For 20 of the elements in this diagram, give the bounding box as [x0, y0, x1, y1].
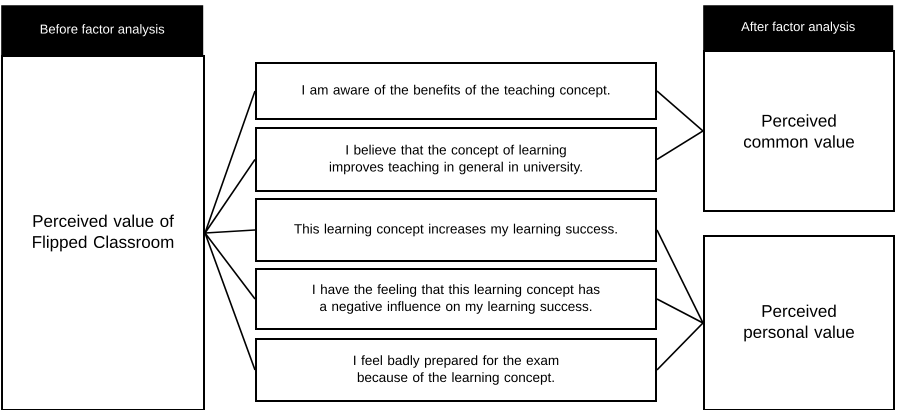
- header-band: Before factor analysis: [1, 5, 204, 56]
- connector-line: [204, 90, 256, 234]
- connector-line: [656, 130, 704, 160]
- connector-line: [656, 322, 704, 371]
- connector-line: [656, 90, 704, 132]
- item-box: I feel badly prepared for the exam because of the learning concept.: [255, 338, 657, 402]
- item-box: This learning concept increases my learning success.: [255, 198, 657, 262]
- item-box: I am aware of the benefits of the teaching concept.: [255, 62, 657, 120]
- connector-line: [204, 232, 256, 300]
- factor-box: Perceived personal value: [703, 235, 895, 410]
- item-box: I believe that the concept of learning improves teaching in general in university.: [255, 127, 657, 192]
- connector-line: [656, 230, 704, 324]
- item-box: I have the feeling that this learning concept has a negative influence on my learning success.: [255, 268, 657, 330]
- connector-line: [204, 229, 256, 234]
- factor-box: Perceived value of Flipped Classroom: [1, 55, 205, 410]
- factor-box: Perceived common value: [703, 50, 895, 212]
- header-band: After factor analysis: [703, 5, 894, 50]
- connector-line: [204, 159, 256, 234]
- connector-line: [656, 298, 704, 324]
- connector-line: [204, 232, 256, 370]
